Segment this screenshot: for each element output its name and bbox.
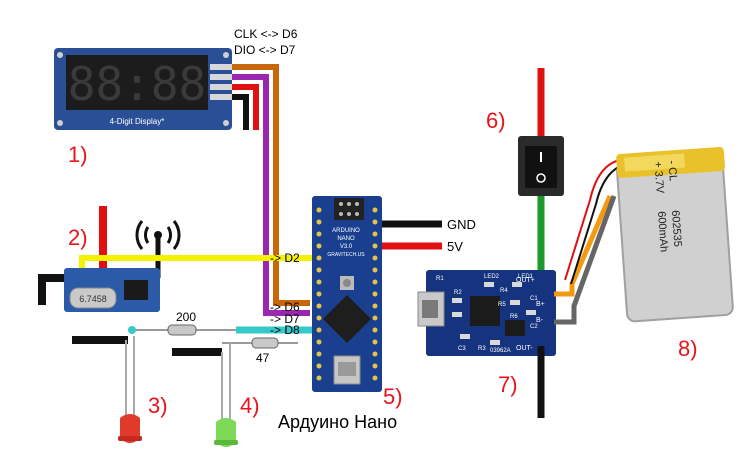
label-1: 1) [68,142,88,167]
clk-pin-label: CLK <-> D6 [234,27,298,41]
charger-part-0: R1 [436,276,444,282]
clk-wire [232,64,279,293]
pin-b-plus: B+ [536,301,545,308]
label-5: 5) [383,384,403,409]
red-led [118,336,142,443]
pin-out-minus: OUT- [516,345,533,352]
dio-pin-label: DIO <-> D7 [234,43,296,57]
charger-code: 03962A [490,348,511,354]
charger-part-1: R2 [454,290,462,296]
label-4: 4) [240,393,260,418]
battery-red-lead [564,159,621,281]
label-8: 8) [678,336,698,361]
rf-gnd-wire [38,274,68,305]
d8-label: -> D8 [270,323,300,337]
charger-part-4: R6 [510,314,518,320]
charger-part-9: LED1 [518,274,534,280]
charger-part-8: C2 [530,324,538,330]
board-text-3: V3.0 [340,244,353,250]
charger-module: R1 R2 R4 R5 R6 C3 R3 C1 C2 LED1 LED2 039… [417,270,556,356]
resistor-2-value: 47 [256,351,270,365]
display-vcc-wire [232,84,259,130]
rf-crystal-text: 6.7458 [79,294,107,304]
display-digits: 88:88 [68,57,206,111]
green-led [214,343,238,447]
pin-out-plus: OUT+ [516,277,535,284]
resistor-2 [251,337,279,349]
charger-part-3: R5 [498,302,506,308]
charger-part-7: C1 [530,296,538,302]
battery-line-1: + 3.7V [651,161,665,195]
board-text-2: NANO [337,236,355,242]
pin-b-minus: B- [536,317,544,324]
battery-line-2: 602535 [669,210,684,247]
battery-line-0: - CL [665,160,678,182]
dio-wire [232,74,310,316]
d2-label: -> D2 [270,251,300,265]
arduino-name: Ардуино Нано [278,412,397,432]
battery-plus-wire [554,195,613,297]
d7-label: -> D7 [270,312,300,326]
d8-wire-end [128,326,136,334]
label-7: 7) [498,372,518,397]
resistor-1 [167,324,197,336]
clk-wire-end [273,293,310,306]
display-module: 88:88 4-Digit Display* [54,48,232,130]
gnd-label: GND [447,217,476,232]
board-text-1: ARDUINO [332,228,360,234]
charger-part-6: R3 [478,346,486,352]
label-2: 2) [68,225,88,250]
resistor-1-value: 200 [176,310,196,324]
board-text-4: GRAVITECH.US [327,252,365,258]
display-gnd-wire [232,94,249,130]
rocker-switch [518,136,564,196]
d6-label: -> D6 [270,300,300,314]
charger-part-2: R4 [500,288,508,294]
label-3: 3) [148,393,168,418]
label-6: 6) [486,108,506,133]
rf-module: 6.7458 [64,268,160,312]
5v-label: 5V [447,239,463,254]
lipo-battery: - CL + 3.7V 602535 600mAh [616,147,734,323]
charger-part-10: LED2 [484,274,500,280]
battery-line-3: 600mAh [655,211,670,253]
display-caption: 4-Digit Display* [110,117,165,126]
arduino-nano-board: ARDUINO NANO V3.0 GRAVITECH.US [312,196,382,392]
battery-minus-wire [554,195,617,325]
charger-part-5: C3 [458,346,466,352]
